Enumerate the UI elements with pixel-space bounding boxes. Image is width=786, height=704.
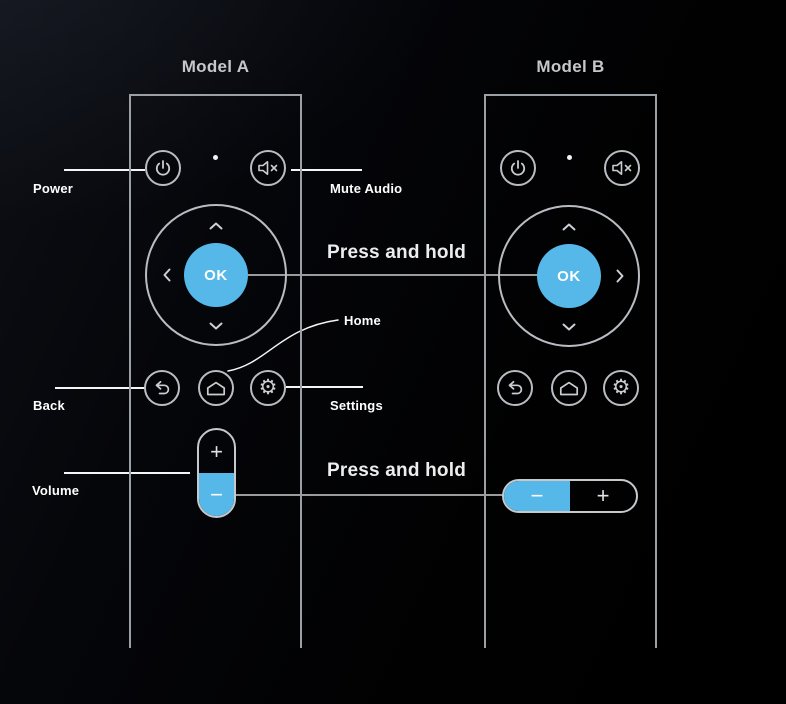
dpad-up-icon	[562, 223, 576, 231]
dpad-ring	[498, 205, 640, 347]
mute-button	[604, 150, 640, 186]
back-button	[144, 370, 180, 406]
model-a-title: Model A	[181, 57, 250, 76]
home-icon	[206, 381, 226, 395]
home-callout-curve	[227, 319, 339, 372]
volume-minus-key: −	[199, 473, 234, 516]
dpad-down-icon	[209, 322, 223, 330]
settings-button: ⚙	[603, 370, 639, 406]
power-button	[500, 150, 536, 186]
dpad-left-icon	[163, 268, 171, 282]
ok-button: OK	[184, 243, 248, 307]
volume-rocker: + −	[197, 428, 236, 518]
mute-label: Mute Audio	[330, 181, 403, 196]
volume-label: Volume	[32, 483, 80, 498]
home-icon	[559, 381, 579, 395]
dpad-down-icon	[562, 323, 576, 331]
power-callout-line	[64, 169, 145, 171]
back-button	[497, 370, 533, 406]
power-icon	[510, 160, 526, 176]
remote-model-b: OK ⚙ − +	[484, 94, 657, 648]
volume-rocker: − +	[502, 479, 638, 513]
ok-button: OK	[537, 244, 601, 308]
press-hold-ok-annotation: Press and hold	[327, 242, 467, 263]
volume-plus-key: +	[596, 483, 610, 508]
back-label: Back	[33, 398, 65, 413]
power-button	[145, 150, 181, 186]
settings-callout-line	[286, 386, 363, 388]
power-icon	[155, 160, 171, 176]
volume-connector-line	[234, 494, 504, 496]
settings-gear-icon: ⚙	[611, 375, 631, 399]
dpad-ring	[145, 204, 287, 346]
power-label: Power	[33, 181, 74, 196]
home-button	[551, 370, 587, 406]
settings-button: ⚙	[250, 370, 286, 406]
volume-callout-line	[64, 472, 190, 474]
mute-audio-icon	[258, 161, 278, 175]
back-callout-line	[55, 387, 145, 389]
dpad-up-icon	[209, 222, 223, 230]
settings-gear-icon: ⚙	[258, 375, 278, 399]
model-b-title: Model B	[536, 57, 605, 76]
ok-connector-line	[248, 274, 538, 276]
mute-button	[250, 150, 286, 186]
mute-callout-line	[291, 169, 362, 171]
mute-audio-icon	[612, 161, 632, 175]
home-button	[198, 370, 234, 406]
dpad-right-icon	[616, 269, 624, 283]
back-icon	[155, 380, 170, 395]
back-icon	[508, 380, 523, 395]
settings-label: Settings	[330, 398, 383, 413]
volume-plus-key: +	[210, 438, 223, 464]
volume-minus-key: −	[504, 481, 570, 511]
mic-indicator-dot	[213, 155, 218, 160]
press-hold-volume-annotation: Press and hold	[327, 460, 467, 481]
remote-model-a: OK ⚙ + −	[129, 94, 302, 648]
mic-indicator-dot	[567, 155, 572, 160]
home-label: Home	[344, 313, 381, 328]
